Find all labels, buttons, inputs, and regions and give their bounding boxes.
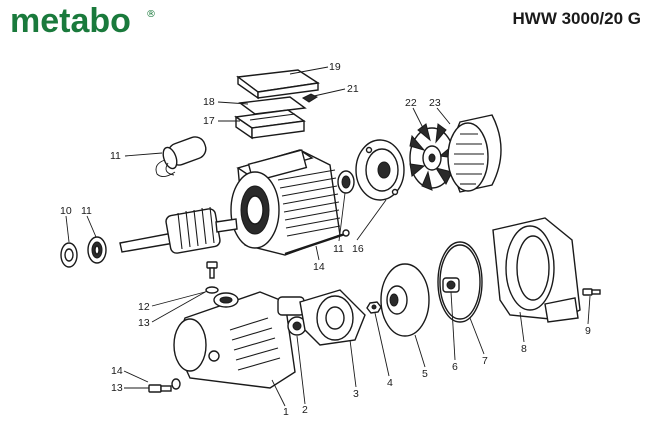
callout-10: 10 — [60, 205, 72, 217]
part-motor-housing — [230, 149, 341, 256]
callout-4: 4 — [387, 377, 393, 389]
part-screw-upper — [205, 261, 219, 294]
part-tie-rod — [284, 229, 350, 256]
part-fan — [409, 123, 457, 191]
callout-6: 6 — [452, 361, 458, 373]
callout-23: 22 — [405, 97, 417, 109]
part-washer-left — [60, 242, 78, 268]
callout-18: 17 — [203, 115, 215, 127]
callout-14-upper: 13 — [138, 317, 150, 329]
callout-5: 5 — [422, 368, 428, 380]
part-bearing-left — [87, 236, 107, 264]
part-pump-casing — [492, 217, 581, 323]
part-impeller — [380, 263, 430, 337]
callout-11-left: 11 — [81, 205, 92, 217]
callout-3: 3 — [353, 388, 359, 400]
callout-13-upper: 12 — [138, 301, 150, 313]
callout-16: 14 — [313, 261, 325, 273]
callout-13-lower: 13 — [111, 382, 123, 394]
leader-lines — [65, 66, 591, 407]
callout-22: 21 — [347, 83, 359, 95]
part-end-shield — [355, 139, 405, 201]
part-pump-body — [173, 291, 296, 389]
callout-1: 1 — [283, 406, 289, 418]
callout-7: 7 — [482, 355, 488, 367]
callout-8: 8 — [521, 343, 527, 355]
callout-24: 23 — [429, 97, 441, 109]
callout-21: 19 — [329, 61, 341, 73]
part-capacitor — [155, 136, 207, 177]
part-rotor-shaft — [119, 206, 238, 254]
part-screw-right — [582, 288, 601, 296]
part-screw-lower — [148, 378, 181, 393]
part-impeller-nut — [366, 301, 382, 314]
callout-9: 9 — [585, 325, 591, 337]
part-bearing-right — [337, 170, 355, 194]
part-fan-cover — [447, 114, 502, 193]
callout-12: 11 — [110, 150, 121, 162]
callout-11-right: 11 — [333, 243, 344, 255]
callout-labels: 19 21 18 17 11 22 23 10 11 11 16 14 12 1… — [60, 61, 591, 418]
part-o-ring — [437, 241, 483, 323]
registered-mark: ® — [146, 9, 156, 20]
callout-17: 16 — [352, 243, 364, 255]
callout-19: 18 — [203, 96, 215, 108]
callout-14-lower: 14 — [111, 365, 123, 377]
part-diffuser — [299, 289, 366, 346]
part-ejector — [277, 296, 307, 336]
model-title: HWW 3000/20 G — [512, 9, 642, 28]
callout-2: 2 — [302, 404, 308, 416]
part-mechanical-seal — [442, 277, 460, 293]
brand-logo: metabo — [10, 2, 131, 40]
part-terminal-board — [234, 109, 306, 140]
part-terminal-cover — [236, 69, 320, 100]
part-cover-screw — [302, 93, 319, 103]
